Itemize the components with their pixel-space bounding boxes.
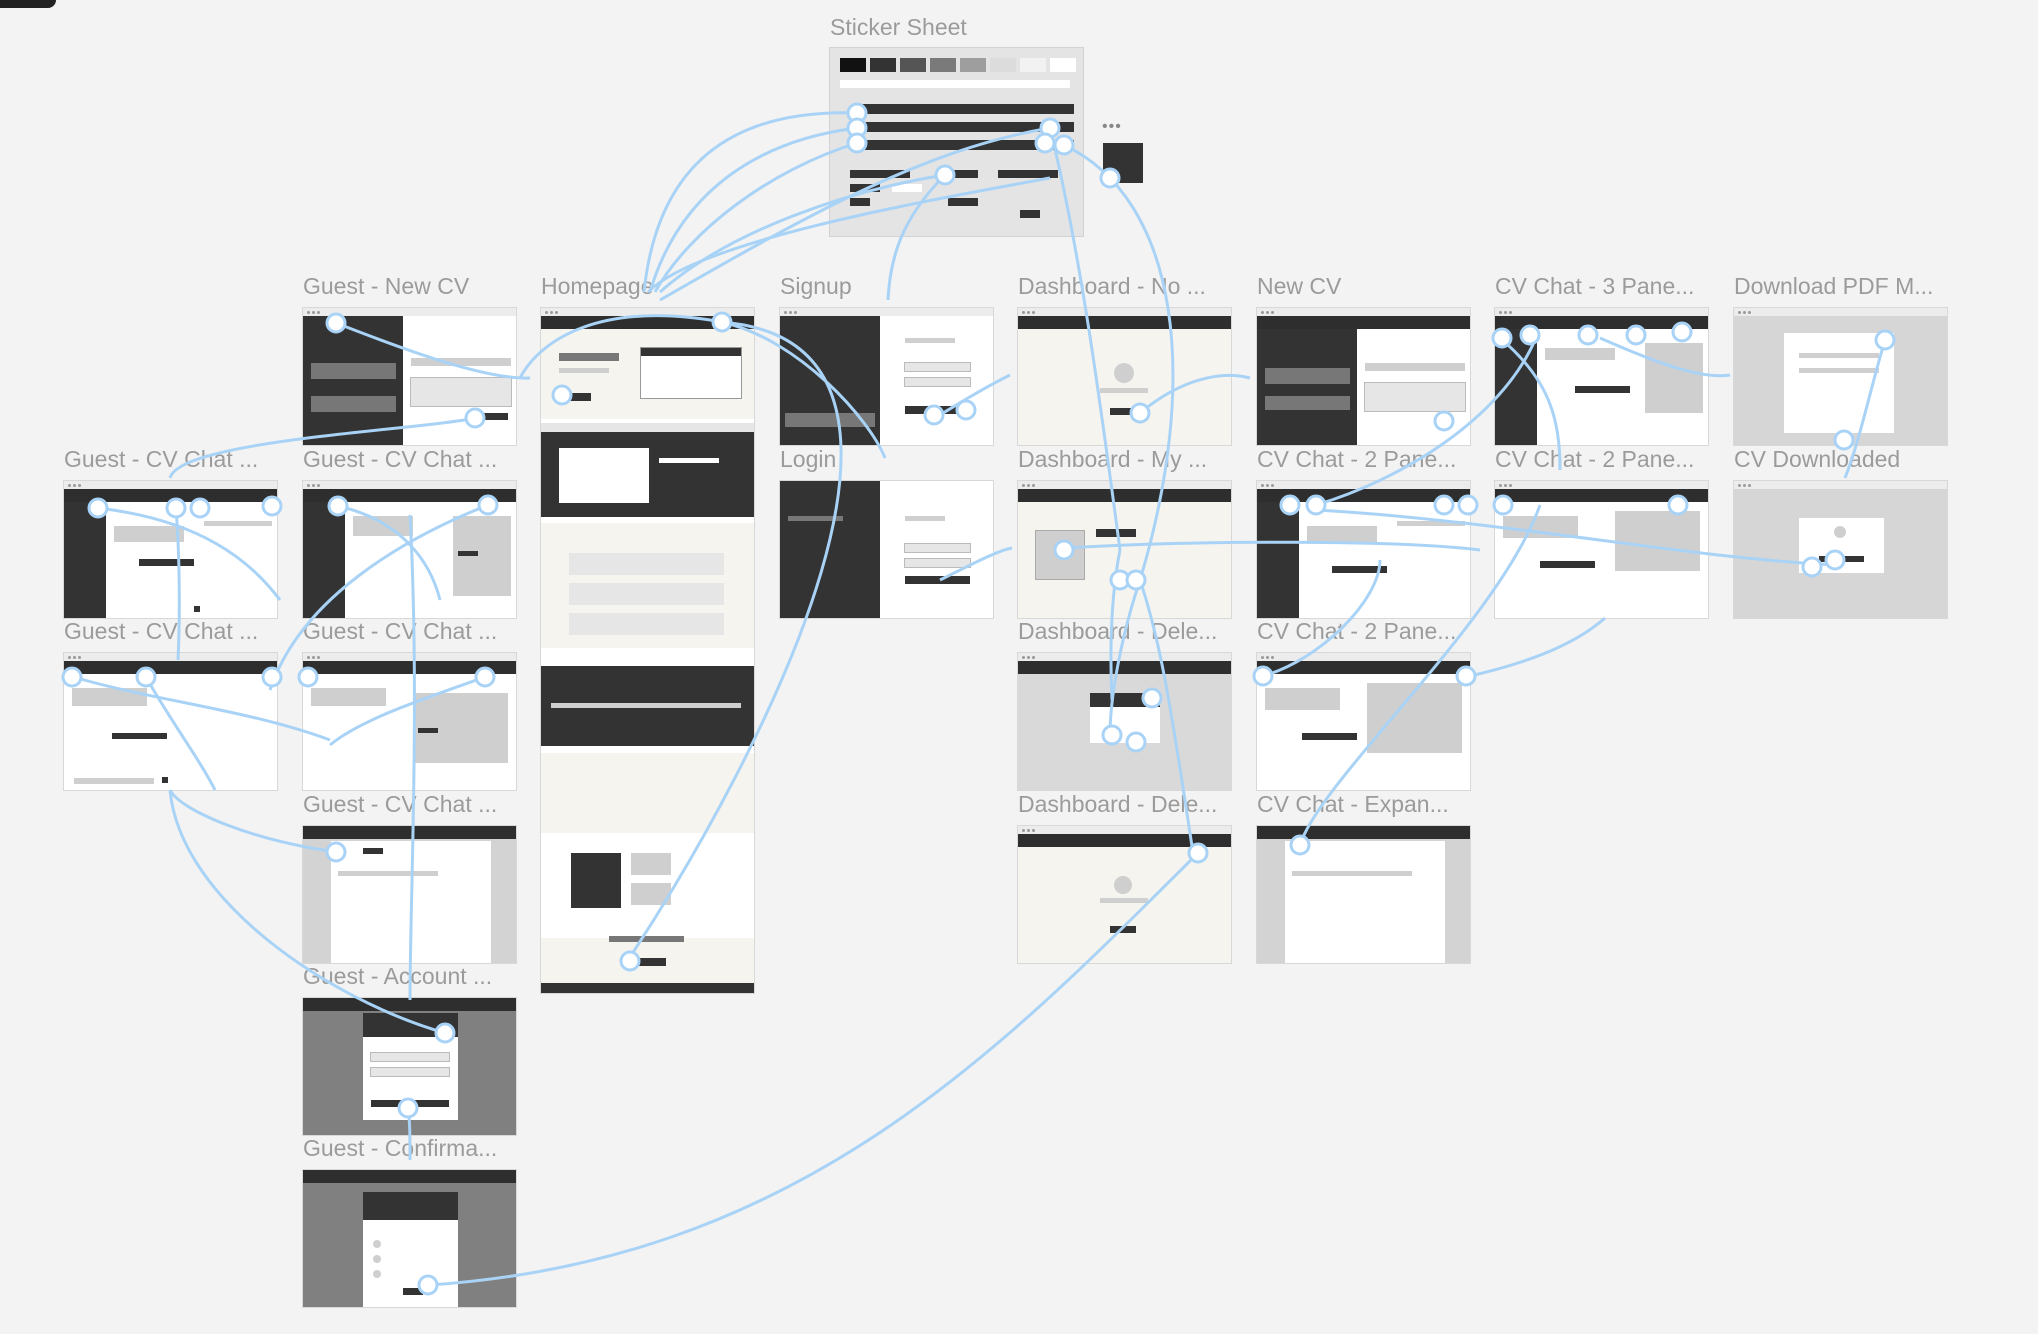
frame-title-sticker-sheet[interactable]: Sticker Sheet [830, 14, 967, 40]
frame-title-guest-new-cv[interactable]: Guest - New CV [303, 273, 470, 299]
frame-dashboard-dele-1[interactable] [1018, 653, 1231, 790]
frame-title-guest-cv-chat-4[interactable]: Guest - CV Chat ... [303, 618, 498, 644]
swatch [1020, 58, 1046, 72]
frame-cv-chat-2-pane-3[interactable] [1257, 653, 1470, 790]
frame-cv-downloaded[interactable] [1734, 481, 1947, 618]
sticker-button [892, 184, 922, 192]
frame-title-cv-chat-3-pane[interactable]: CV Chat - 3 Pane... [1495, 273, 1695, 299]
frame-cv-chat-expan[interactable] [1257, 826, 1470, 963]
connector-line [1469, 616, 1606, 678]
sticker-nav-bar [852, 104, 1074, 114]
frame-guest-confirma[interactable] [303, 1170, 516, 1307]
frame-homepage[interactable] [541, 308, 754, 993]
swatch [1050, 58, 1076, 72]
sticker-button [998, 170, 1058, 178]
frame-title-guest-account[interactable]: Guest - Account ... [303, 963, 493, 989]
frame-title-dashboard-my[interactable]: Dashboard - My ... [1018, 446, 1208, 472]
frame-title-guest-confirma[interactable]: Guest - Confirma... [303, 1135, 498, 1161]
sticker-button [948, 170, 978, 178]
frame-title-guest-cv-chat-3[interactable]: Guest - CV Chat ... [64, 618, 259, 644]
sticker-nav-bar [852, 140, 1074, 150]
sticker-nav-bar [852, 122, 1074, 132]
swatch [840, 58, 866, 72]
frame-title-new-cv[interactable]: New CV [1257, 273, 1342, 299]
connector-line [642, 111, 858, 293]
sticker-avatar-menu [1103, 143, 1143, 183]
frame-title-cv-chat-expan[interactable]: CV Chat - Expan... [1257, 791, 1449, 817]
more-options-icon[interactable]: ••• [1102, 118, 1122, 135]
canvas-corner-tab [0, 0, 56, 8]
connector-line [648, 126, 858, 293]
frame-guest-cv-chat-1[interactable] [64, 481, 277, 618]
sticker-button [850, 184, 880, 192]
frame-title-dashboard-no[interactable]: Dashboard - No ... [1018, 273, 1206, 299]
swatch [870, 58, 896, 72]
frame-title-cv-chat-2-pane-1[interactable]: CV Chat - 2 Pane... [1257, 446, 1457, 472]
frame-title-signup[interactable]: Signup [780, 273, 852, 299]
sticker-button [948, 198, 978, 206]
frame-title-homepage[interactable]: Homepage [541, 273, 654, 299]
frame-download-pdf[interactable] [1734, 308, 1947, 445]
frame-title-guest-cv-chat-1[interactable]: Guest - CV Chat ... [64, 446, 259, 472]
sticker-browser-bar [840, 80, 1070, 88]
frame-guest-cv-chat-2[interactable] [303, 481, 516, 618]
frame-title-download-pdf[interactable]: Download PDF M... [1734, 273, 1934, 299]
frame-title-dashboard-dele-2[interactable]: Dashboard - Dele... [1018, 791, 1218, 817]
frame-dashboard-dele-2[interactable] [1018, 826, 1231, 963]
sticker-sheet-frame[interactable] [830, 48, 1083, 236]
frame-cv-chat-2-pane-2[interactable] [1495, 481, 1708, 618]
frame-title-cv-chat-2-pane-3[interactable]: CV Chat - 2 Pane... [1257, 618, 1457, 644]
frame-title-guest-cv-chat-2[interactable]: Guest - CV Chat ... [303, 446, 498, 472]
frame-cv-chat-3-pane[interactable] [1495, 308, 1708, 445]
frame-title-cv-chat-2-pane-2[interactable]: CV Chat - 2 Pane... [1495, 446, 1695, 472]
frame-login[interactable] [780, 481, 993, 618]
frame-cv-chat-2-pane-1[interactable] [1257, 481, 1470, 618]
frame-guest-account[interactable] [303, 998, 516, 1135]
swatch [900, 58, 926, 72]
frame-title-dashboard-dele-1[interactable]: Dashboard - Dele... [1018, 618, 1218, 644]
frame-dashboard-no[interactable] [1018, 308, 1231, 445]
frame-title-guest-cv-chat-5[interactable]: Guest - CV Chat ... [303, 791, 498, 817]
frame-new-cv[interactable] [1257, 308, 1470, 445]
frame-guest-new-cv[interactable] [303, 308, 516, 445]
sticker-button [1020, 210, 1040, 218]
connector-line [653, 141, 858, 293]
frame-title-login[interactable]: Login [780, 446, 837, 472]
frame-title-cv-downloaded[interactable]: CV Downloaded [1734, 446, 1901, 472]
sticker-button [850, 170, 910, 178]
sticker-button [850, 198, 870, 206]
swatch [990, 58, 1016, 72]
swatch [960, 58, 986, 72]
frame-signup[interactable] [780, 308, 993, 445]
frame-dashboard-my[interactable] [1018, 481, 1231, 618]
swatch [930, 58, 956, 72]
frame-guest-cv-chat-4[interactable] [303, 653, 516, 790]
frame-guest-cv-chat-3[interactable] [64, 653, 277, 790]
frame-guest-cv-chat-5[interactable] [303, 826, 516, 963]
